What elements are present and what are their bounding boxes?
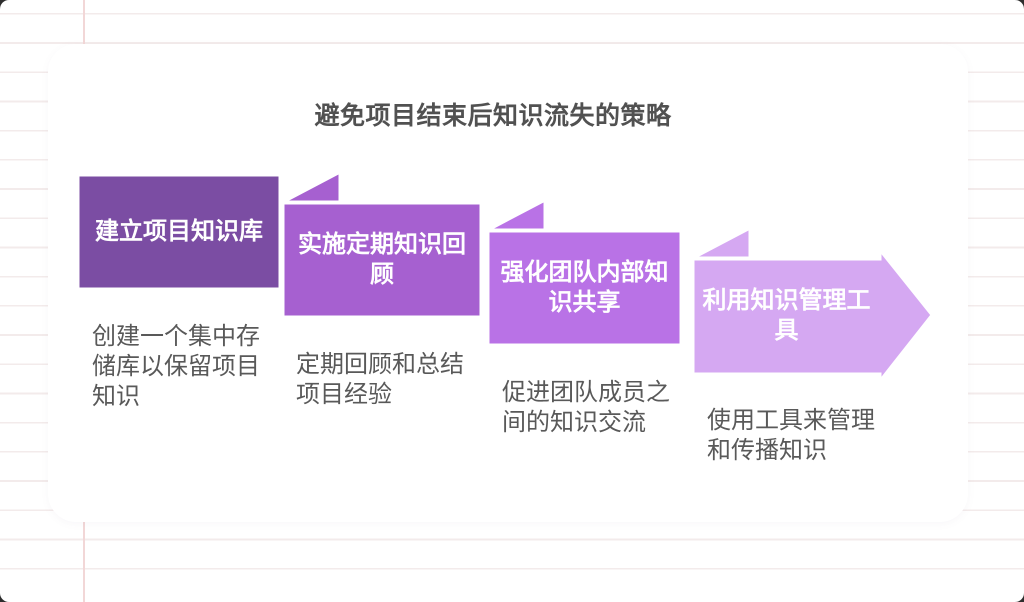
diagram-title: 避免项目结束后知识流失的策略 [314, 102, 672, 130]
step-1-heading: 建立项目知识库 [95, 218, 263, 245]
step-3-heading: 强化团队内部知 识共享 [500, 259, 669, 316]
step-3-description: 促进团队成员之 间的知识交流 [502, 379, 670, 436]
step-4-description: 使用工具来管理 和传播知识 [707, 407, 875, 464]
step-2-heading: 实施定期知识回 顾 [298, 231, 466, 288]
step-1-description: 创建一个集中存 储库以保留项目 知识 [92, 323, 260, 410]
step-2-description: 定期回顾和总结 项目经验 [296, 351, 464, 408]
step-4-heading: 利用知识管理工 具 [702, 287, 871, 344]
